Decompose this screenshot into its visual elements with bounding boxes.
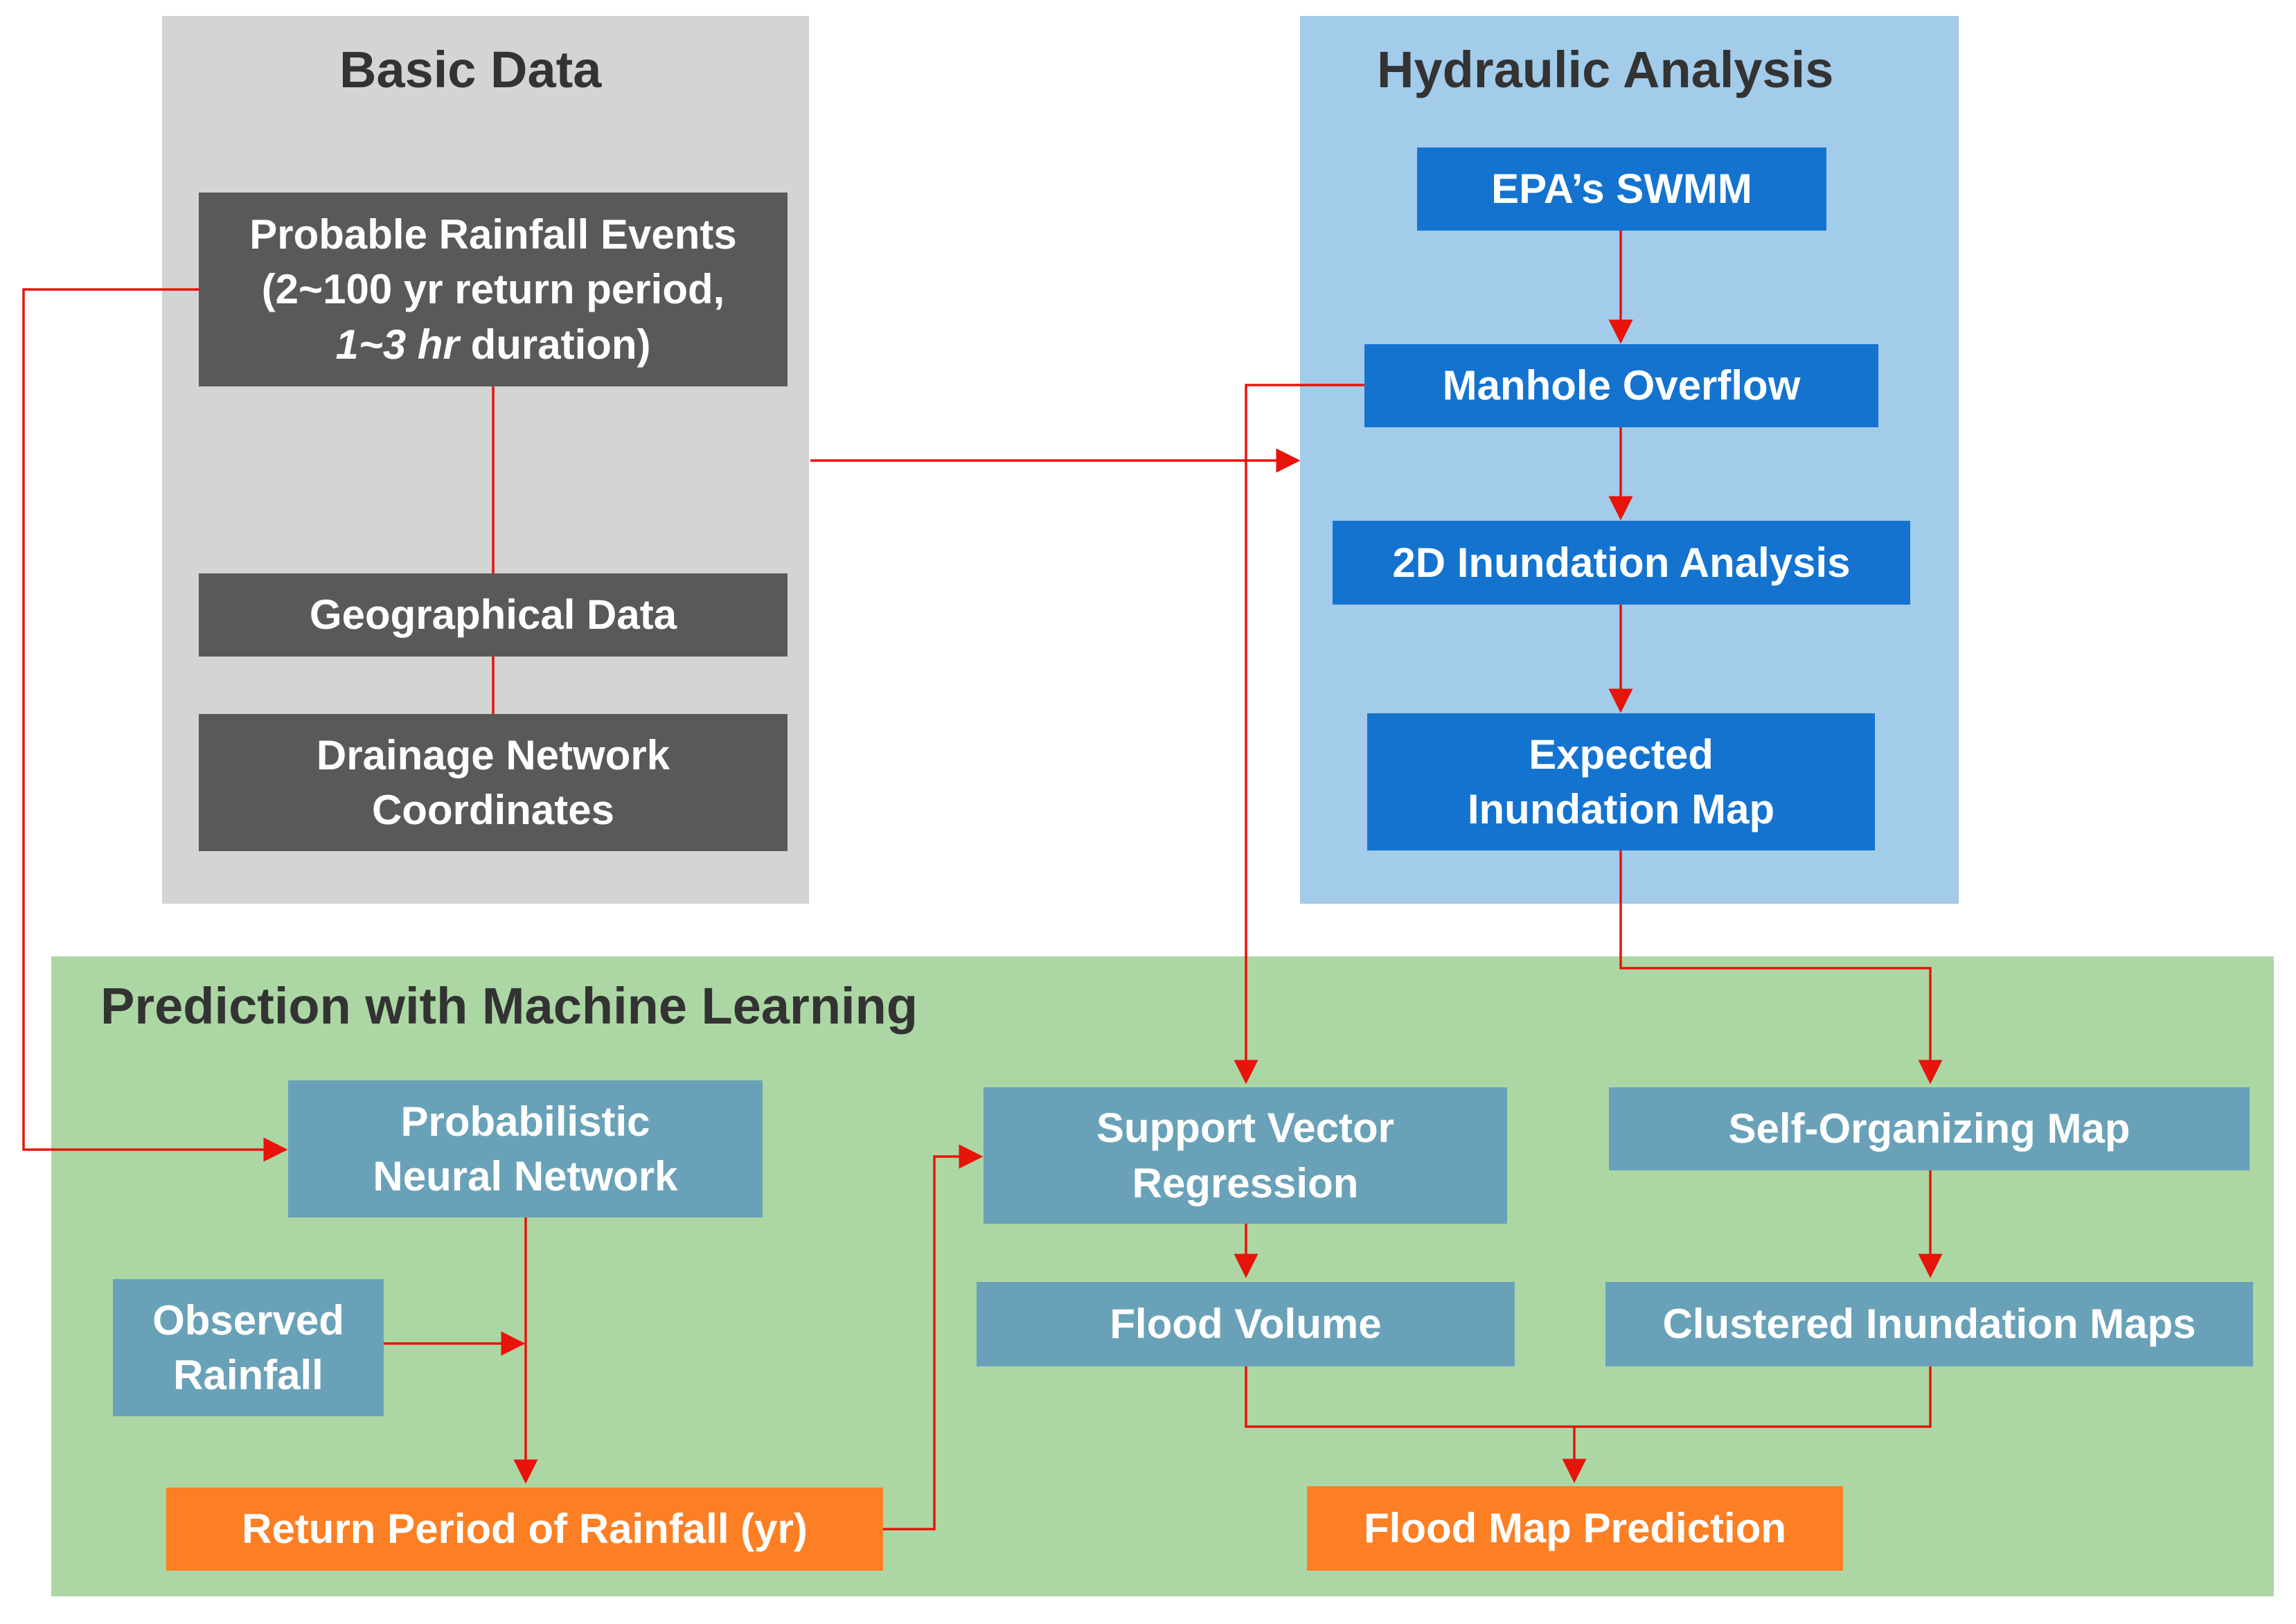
rainfall-events-line2: (2~100 yr return period,	[261, 266, 725, 313]
flood-prediction-label: Flood Map Prediction	[1364, 1505, 1786, 1552]
epa-swmm-box: EPA’s SWMM	[1417, 148, 1826, 231]
duration-label: duration)	[459, 321, 651, 368]
expected-map-line2: Inundation Map	[1467, 786, 1775, 832]
duration-range: 1~3 hr	[335, 321, 459, 368]
geographical-data-box: Geographical Data	[199, 573, 787, 657]
observed-rainfall-box: Observed Rainfall	[113, 1279, 384, 1416]
return-period-label: Return Period of Rainfall (yr)	[242, 1506, 808, 1553]
som-label: Self-Organizing Map	[1728, 1105, 2130, 1152]
arrow-return-svr	[883, 1144, 984, 1531]
arrow-expected-som	[1619, 850, 1943, 1085]
pnn-line2: Neural Network	[373, 1153, 678, 1199]
return-period-box: Return Period of Rainfall (yr)	[166, 1488, 883, 1571]
flood-volume-label: Flood Volume	[1110, 1301, 1382, 1348]
svr-line2: Regression	[1132, 1159, 1359, 1206]
svr-line1: Support Vector	[1096, 1105, 1395, 1152]
clustered-label: Clustered Inundation Maps	[1662, 1301, 2196, 1348]
drainage-network-box: Drainage Network Coordinates	[199, 714, 787, 851]
pnn-line1: Probabilistic	[400, 1098, 650, 1145]
probabilistic-neural-network-box: Probabilistic Neural Network	[288, 1080, 763, 1217]
machine-learning-title: Prediction with Machine Learning	[100, 977, 918, 1035]
hydraulic-analysis-title: Hydraulic Analysis	[1377, 41, 1834, 98]
flood-volume-box: Flood Volume	[977, 1282, 1515, 1366]
manhole-overflow-label: Manhole Overflow	[1442, 362, 1801, 409]
link-volume-merge	[1245, 1366, 1932, 1428]
expected-inundation-map-box: Expected Inundation Map	[1367, 713, 1875, 850]
epa-swmm-label: EPA’s SWMM	[1491, 166, 1752, 213]
observed-line1: Observed	[152, 1296, 344, 1344]
expected-map-line1: Expected	[1529, 731, 1714, 778]
drainage-line1: Drainage Network	[316, 731, 670, 778]
clustered-inundation-maps-box: Clustered Inundation Maps	[1605, 1282, 2253, 1366]
basic-data-title: Basic Data	[339, 41, 602, 98]
rainfall-events-line3: 1~3 hr duration)	[335, 317, 650, 372]
drainage-line2: Coordinates	[371, 787, 615, 833]
probable-rainfall-events-box: Probable Rainfall Events (2~100 yr retur…	[199, 193, 787, 386]
observed-line2: Rainfall	[173, 1352, 323, 1398]
rainfall-events-line1: Probable Rainfall Events	[249, 211, 737, 258]
self-organizing-map-box: Self-Organizing Map	[1609, 1087, 2250, 1170]
manhole-overflow-box: Manhole Overflow	[1364, 344, 1878, 427]
arrow-rainfall-pnn	[22, 288, 288, 1162]
geographical-data-label: Geographical Data	[309, 591, 677, 639]
inundation-2d-label: 2D Inundation Analysis	[1392, 539, 1851, 586]
arrow-manhole-svr	[1234, 384, 1364, 1085]
support-vector-regression-box: Support Vector Regression	[984, 1087, 1507, 1224]
flood-map-prediction-box: Flood Map Prediction	[1307, 1486, 1843, 1571]
inundation-2d-box: 2D Inundation Analysis	[1333, 521, 1910, 605]
